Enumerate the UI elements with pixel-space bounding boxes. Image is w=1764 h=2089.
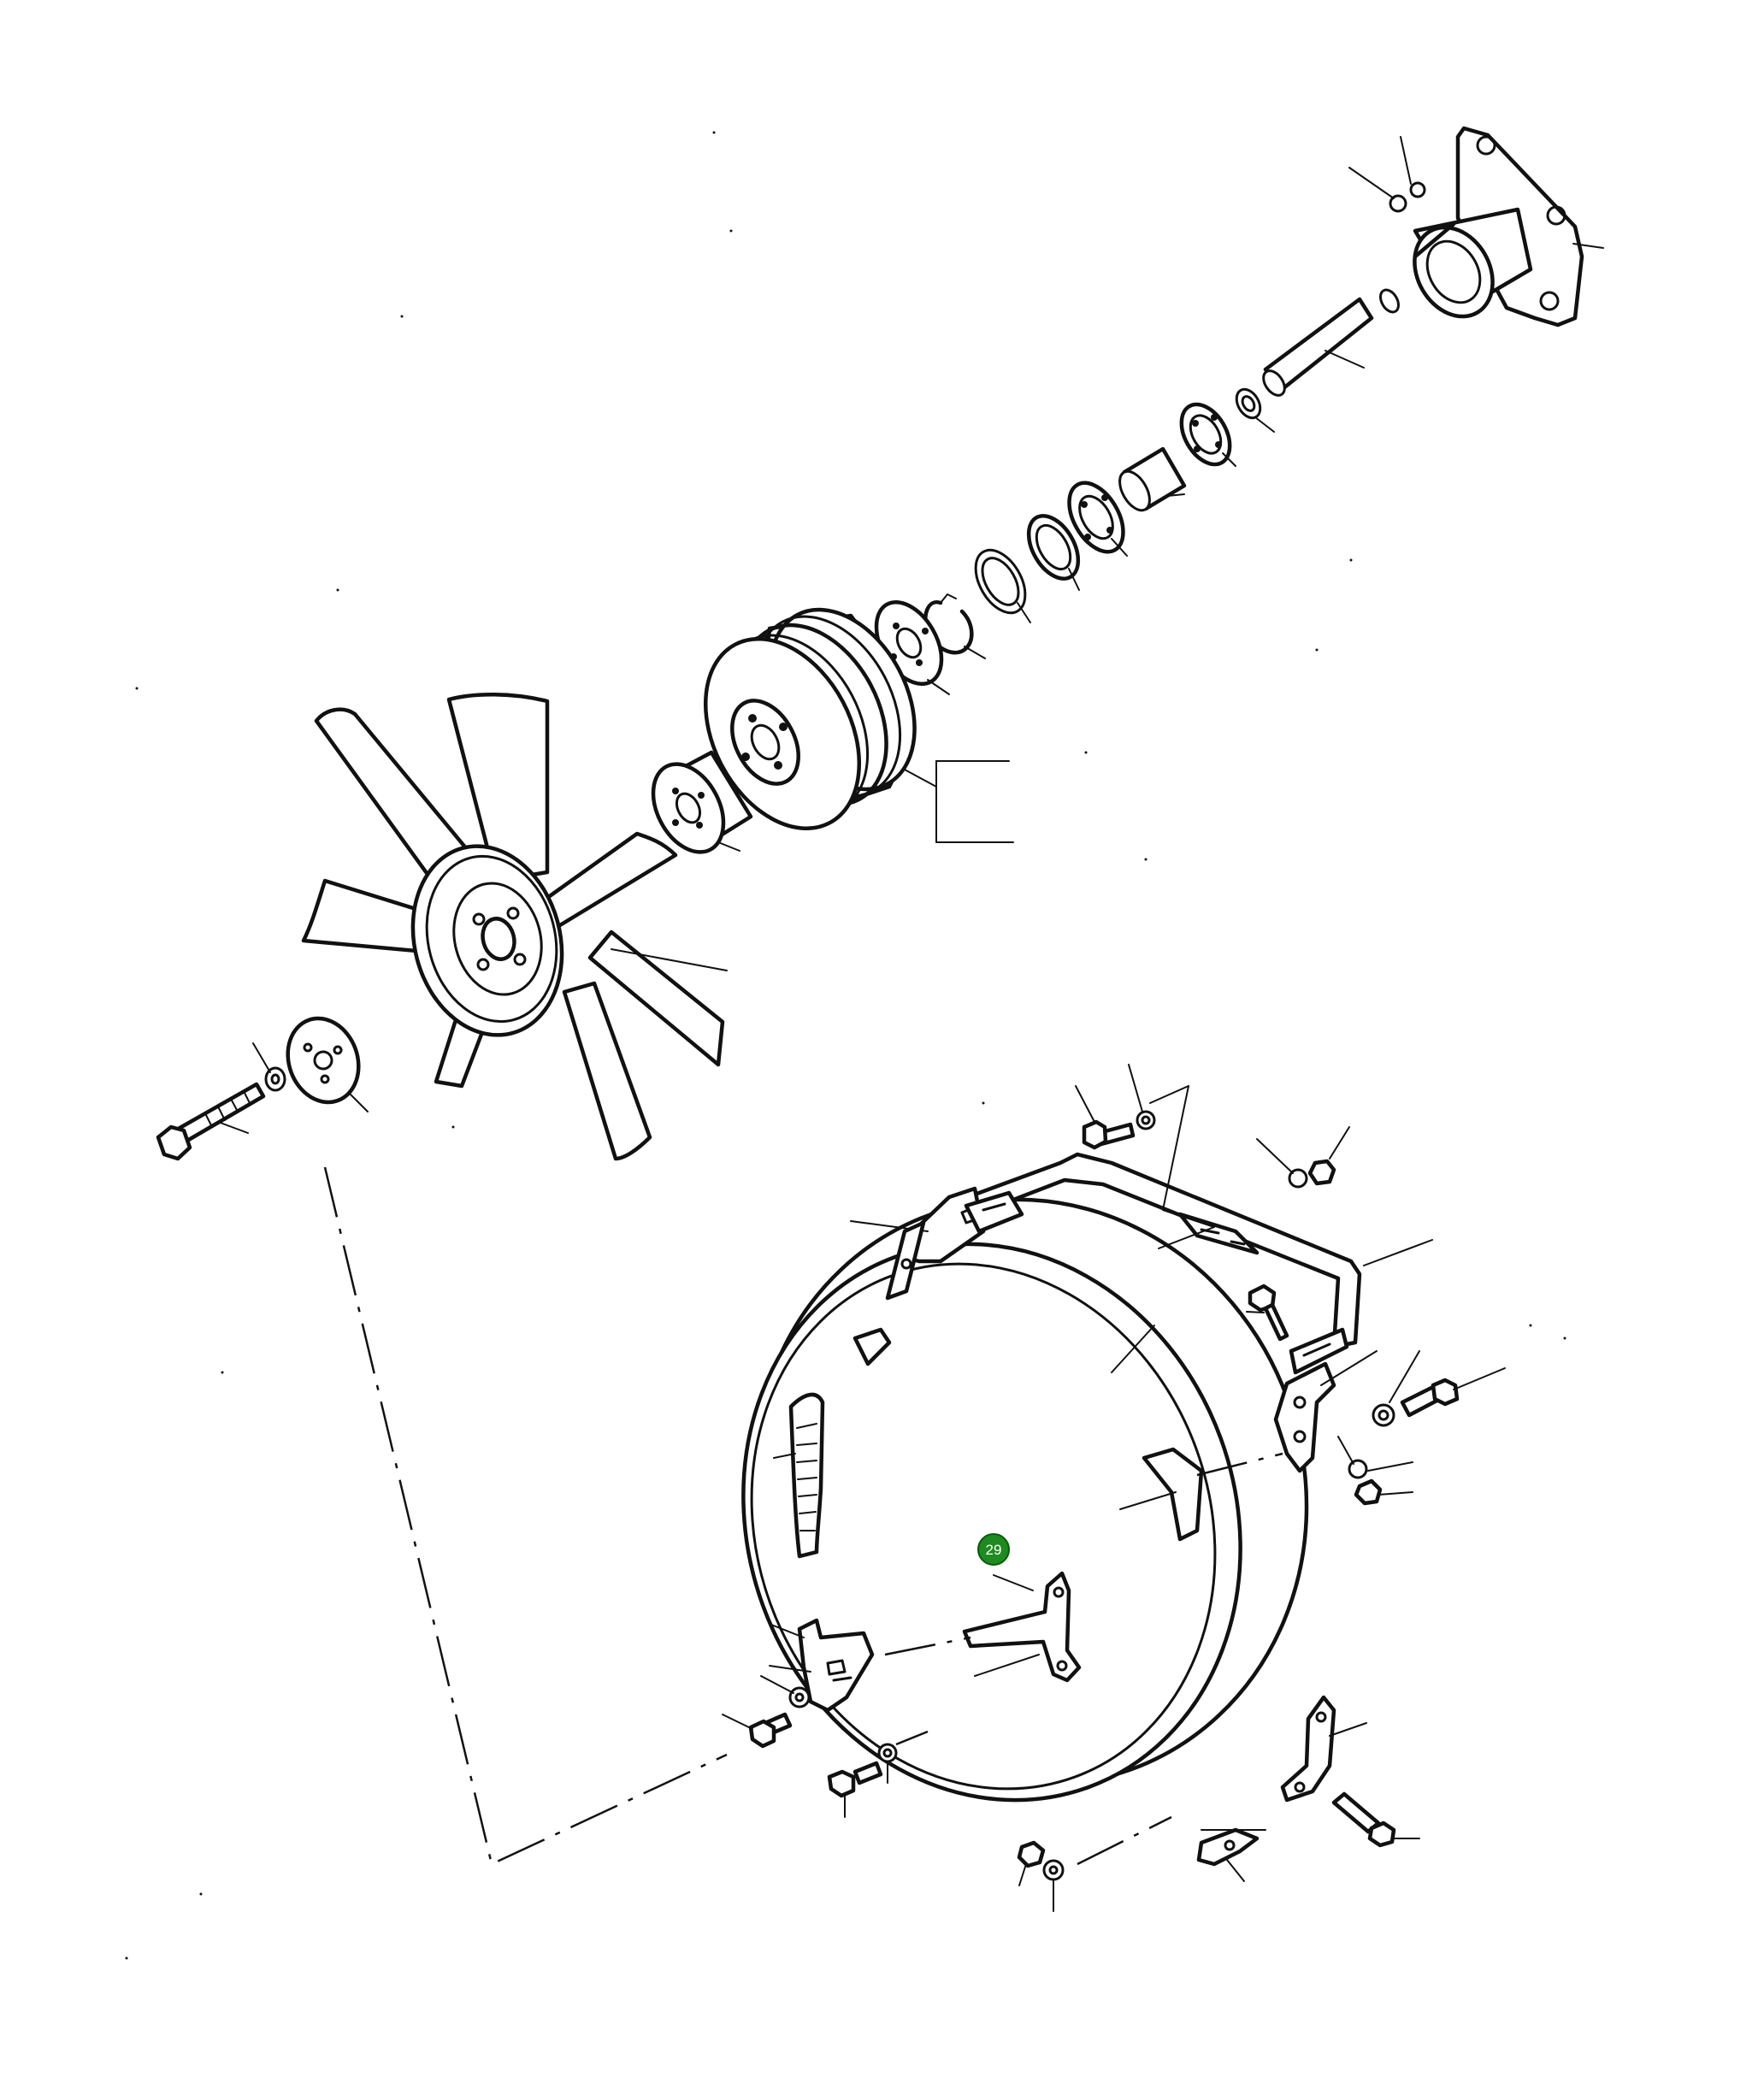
drive-shaft[interactable] (1260, 297, 1374, 399)
callout-29-label: 29 (986, 1542, 1002, 1558)
leader-line (1222, 452, 1236, 467)
assembly-dash-line (895, 1730, 929, 1746)
leader-line (773, 1453, 796, 1459)
leader-line (904, 769, 1014, 843)
fan-hub-spacer[interactable] (639, 750, 753, 865)
shroud-left-bracket[interactable] (797, 1618, 875, 1713)
stay-left-bracket[interactable] (885, 1220, 926, 1301)
leader-line (964, 646, 986, 659)
leader-line (1111, 1325, 1155, 1373)
leader-line (1363, 1239, 1433, 1266)
leader-line (217, 1121, 249, 1134)
leader-line (1378, 1491, 1413, 1496)
thrust-washer[interactable] (965, 541, 1035, 621)
leader-line (1128, 1064, 1143, 1112)
leader-line (1017, 602, 1031, 623)
assembly-dash-line (1196, 1452, 1283, 1477)
leader-line (1329, 1722, 1367, 1737)
leader-line (611, 948, 728, 971)
seal-ring[interactable] (1018, 507, 1088, 587)
leader-line (1166, 493, 1185, 497)
leader-line (1572, 243, 1604, 249)
shroud-top-bracket[interactable] (853, 1327, 892, 1366)
spacer-washer[interactable] (1232, 385, 1265, 422)
stay-bolt[interactable] (1082, 1119, 1136, 1150)
leader-line (1226, 1859, 1245, 1882)
leader-line (993, 1574, 1034, 1591)
assembly-dash-line (1077, 1815, 1172, 1866)
leader-line (974, 1654, 1040, 1677)
stay-lower-bolt[interactable] (1248, 1283, 1289, 1342)
shroud-clip[interactable] (1142, 1447, 1204, 1542)
shaft-circlip[interactable] (1377, 286, 1402, 315)
lower-washer[interactable] (877, 1743, 898, 1763)
mounting-flange[interactable] (1399, 126, 1584, 331)
leader-line (1324, 350, 1365, 369)
rear-ball-bearing[interactable] (1171, 396, 1240, 473)
leader-line (1119, 1491, 1177, 1510)
leader-line (769, 1665, 811, 1673)
leader-line (1320, 1350, 1378, 1386)
leader-line (1068, 568, 1080, 591)
leader-line (1337, 1436, 1354, 1465)
leader-line (1367, 1461, 1413, 1472)
flange-nut[interactable] (1389, 181, 1426, 213)
bracket-nut[interactable] (1348, 1459, 1383, 1506)
shroud-right-bracket[interactable] (1273, 1361, 1336, 1473)
leader-line (1254, 416, 1275, 433)
leader-line (760, 1675, 794, 1694)
leader-line (1246, 1311, 1265, 1313)
cooling-fan[interactable] (301, 692, 725, 1161)
leader-line (722, 1714, 753, 1730)
leader-line (770, 1624, 805, 1638)
leader-line (717, 841, 740, 852)
lock-washer[interactable] (264, 1066, 286, 1092)
support-stay-bar[interactable] (900, 1152, 1362, 1375)
leader-line (1111, 538, 1128, 557)
leader-line (1348, 167, 1395, 199)
leader-line (1158, 1085, 1215, 1249)
shroud-bottom-right-bracket[interactable] (1280, 1695, 1336, 1803)
bottom-nut[interactable] (1017, 1840, 1065, 1881)
shroud-seal-strip[interactable] (788, 1392, 825, 1559)
callout-29[interactable]: 29 (977, 1533, 1010, 1566)
scan-specks (125, 131, 1566, 1960)
shroud-mount-bolt-lower[interactable] (827, 1761, 883, 1798)
stay-washer[interactable] (1136, 1110, 1156, 1130)
leader-line (1018, 1863, 1027, 1886)
fan-retaining-washer[interactable] (276, 1008, 369, 1112)
bracket-lock-washer[interactable] (788, 1686, 811, 1708)
bottom-right-bolt[interactable] (1331, 1791, 1396, 1848)
snap-ring[interactable] (923, 593, 974, 655)
leader-line (350, 1094, 369, 1112)
shroud-bottom-bracket[interactable] (1196, 1827, 1260, 1867)
front-ball-bearing[interactable] (1058, 474, 1134, 561)
fan-mounting-bolt[interactable] (156, 1082, 266, 1161)
leader-line (1389, 1350, 1420, 1403)
leader-line (1400, 136, 1412, 185)
v-belt-pulley[interactable] (675, 585, 944, 855)
leader-line (1453, 1367, 1506, 1390)
bracket-bolt[interactable] (1372, 1378, 1460, 1427)
leader-line (1075, 1085, 1095, 1123)
stay-nut[interactable] (1288, 1159, 1336, 1189)
shroud-mount-bolt-left[interactable] (748, 1712, 793, 1749)
leader-line (1149, 1085, 1189, 1104)
shroud-center-bracket[interactable] (962, 1571, 1082, 1683)
bearing-spacer-sleeve[interactable] (1113, 446, 1187, 516)
assembly-dash-line (884, 1636, 971, 1656)
leader-line (252, 1042, 271, 1073)
assembly-dash-line (323, 1166, 728, 1866)
leader-line (927, 679, 950, 695)
leader-line (1329, 1126, 1350, 1160)
leader-line (1256, 1138, 1294, 1174)
